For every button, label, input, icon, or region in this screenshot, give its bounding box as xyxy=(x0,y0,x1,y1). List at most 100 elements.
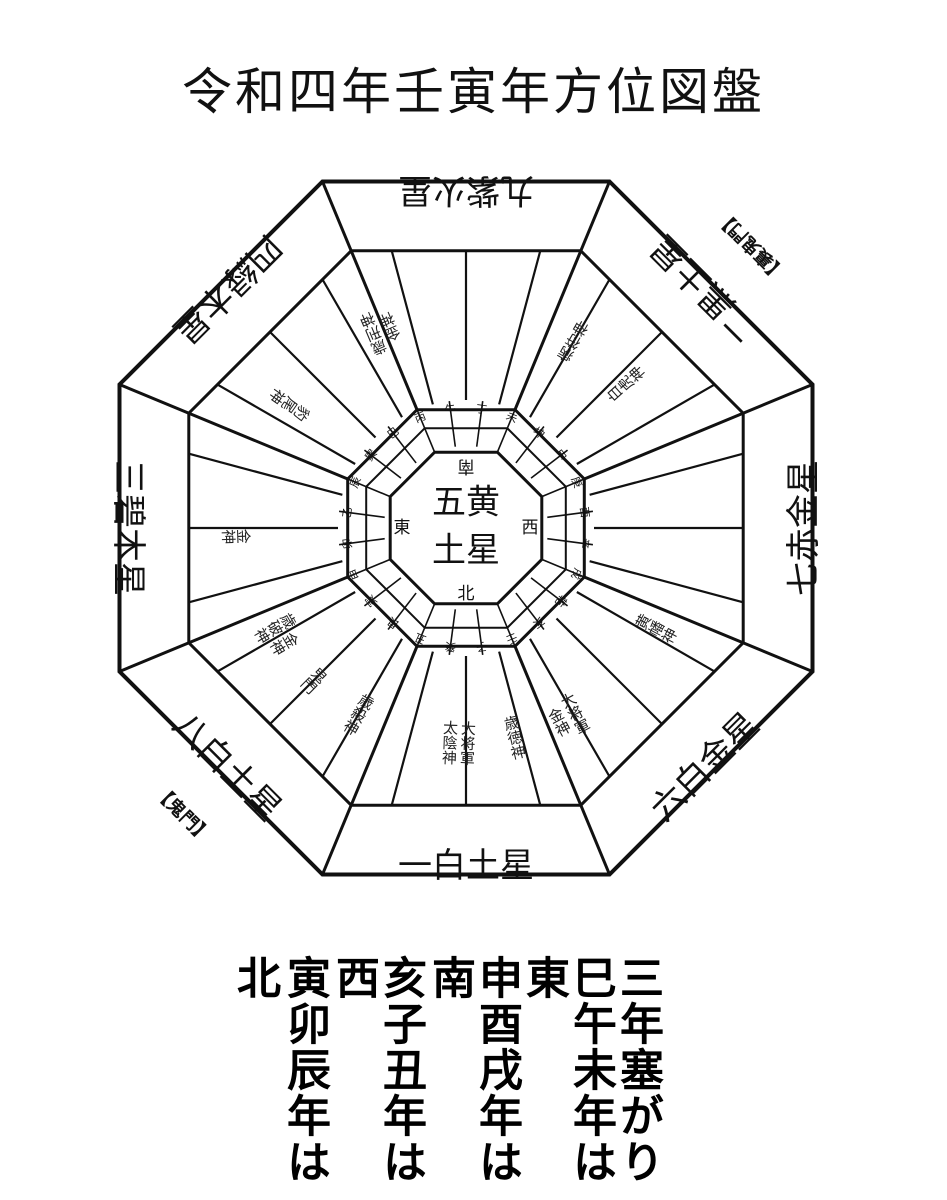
compass-south-label: 南 xyxy=(458,456,475,476)
deity-label: 豹尾神 xyxy=(266,384,313,425)
star-label-east: 三碧木星 xyxy=(108,460,148,596)
note-column-1: 三年塞がり xyxy=(612,955,663,1185)
radial-spoke-line xyxy=(216,591,356,673)
zodiac-separator-line xyxy=(416,603,436,647)
center-star-line1: 五黄 xyxy=(432,483,500,523)
deity-text: 黄幡神 xyxy=(632,610,680,647)
outer-octagon xyxy=(117,179,815,877)
zodiac-separator-line xyxy=(547,510,594,519)
radial-spoke-line xyxy=(498,651,542,806)
deity-label: 金神 xyxy=(221,527,252,546)
note-column-8: 寅卯辰年は xyxy=(279,955,330,1185)
sector-divider-line xyxy=(513,645,611,876)
note-column-3: 東 xyxy=(518,955,569,1001)
compass-west-label: 西 xyxy=(522,518,539,538)
deity-text: 金神 xyxy=(221,527,252,546)
zodiac-cell-label: 丑 xyxy=(413,630,428,646)
radial-spoke-line xyxy=(269,331,377,439)
radial-spoke-line xyxy=(498,250,542,405)
zodiac-outer-octagon xyxy=(346,408,586,648)
radial-spoke-line xyxy=(390,651,434,806)
zodiac-separator-line xyxy=(547,537,594,546)
zodiac-cell-label: 甲 xyxy=(347,566,363,581)
sector-divider-line xyxy=(321,180,419,411)
zodiac-cell-label: 辛 xyxy=(577,537,592,550)
zodiac-separator-line xyxy=(338,510,385,519)
deity-text: 太陰神 xyxy=(440,720,460,766)
compass-north-label: 北 xyxy=(458,584,475,604)
sector-divider-line xyxy=(583,575,814,673)
zodiac-separator-line xyxy=(347,478,391,498)
sector-divider-line xyxy=(321,645,419,876)
deity-text: 豹尾神 xyxy=(266,384,313,425)
radial-spoke-line xyxy=(555,617,663,725)
deity-label: 歳徳神 xyxy=(501,714,529,762)
zodiac-cell-label: 卯 xyxy=(340,537,354,550)
sector-divider-line xyxy=(118,575,349,673)
ura-kimon-label: 【裏鬼門】 xyxy=(712,206,791,285)
zodiac-separator-line xyxy=(541,478,585,498)
radial-spoke-line xyxy=(529,278,611,418)
zodiac-separator-line xyxy=(363,577,402,607)
radial-spoke-line xyxy=(589,560,744,604)
note-column-2: 巳午未年は xyxy=(565,955,616,1185)
zodiac-cell-label: 午 xyxy=(444,402,457,416)
zodiac-cell-label: 壬 xyxy=(504,630,519,646)
zodiac-cell-label: 庚 xyxy=(568,474,585,490)
radial-spoke-line xyxy=(589,452,744,496)
note-column-7: 西 xyxy=(328,955,379,1001)
zodiac-cell-label: 癸 xyxy=(444,639,457,654)
zodiac-separator-line xyxy=(363,449,402,479)
compass-east-label: 東 xyxy=(394,518,411,538)
zodiac-cell-label: 戌 xyxy=(568,566,584,581)
radial-spoke-line xyxy=(576,383,716,465)
deity-text: 歳徳神 xyxy=(501,714,529,762)
radial-spoke-line xyxy=(390,250,434,405)
zodiac-cell-label: 酉 xyxy=(577,506,591,519)
deity-text: 病符神 xyxy=(554,318,592,366)
note-column-6: 亥子丑年は xyxy=(375,955,426,1185)
radial-spoke-line xyxy=(188,452,343,496)
zodiac-separator-line xyxy=(338,537,385,546)
zodiac-separator-line xyxy=(475,609,484,656)
zodiac-cell-label: 子 xyxy=(475,639,488,653)
zodiac-cell-label: 乙 xyxy=(340,506,354,519)
star-label-south: 九紫火星 xyxy=(398,170,534,210)
deity-label: 病符神 xyxy=(554,318,592,366)
zodiac-separator-line xyxy=(416,409,436,453)
zodiac-separator-line xyxy=(496,603,516,647)
zodiac-cell-label: 丙 xyxy=(413,409,428,425)
radial-spoke-line xyxy=(576,591,716,673)
star-label-west: 七赤金星 xyxy=(784,460,824,596)
kimon-label: 【鬼門】 xyxy=(149,781,215,847)
zodiac-separator-line xyxy=(515,592,545,631)
page-title: 令和四年壬寅年方位図盤 xyxy=(182,63,765,121)
radial-spoke-line xyxy=(529,638,611,778)
sector-divider-line xyxy=(118,383,349,481)
center-star-line2: 土星 xyxy=(432,531,500,571)
note-column-5: 南 xyxy=(424,955,475,1001)
radial-spoke-line xyxy=(321,278,403,418)
sector-divider-line xyxy=(583,383,814,481)
zodiac-separator-line xyxy=(515,425,545,464)
zodiac-separator-line xyxy=(496,409,516,453)
deity-label: 黄幡神 xyxy=(632,610,680,647)
sector-divider-line xyxy=(513,180,611,411)
zodiac-cell-label: 丁 xyxy=(475,402,488,416)
zodiac-separator-line xyxy=(448,609,457,656)
radial-spoke-line xyxy=(269,617,377,725)
zodiac-cell-label: 未 xyxy=(504,409,519,425)
zodiac-separator-line xyxy=(475,400,484,447)
star-label-north: 一白土星 xyxy=(398,846,534,886)
deity-text: 大将軍 xyxy=(458,720,478,766)
radial-spoke-line xyxy=(321,638,403,778)
radial-spoke-line xyxy=(555,331,663,439)
zodiac-separator-line xyxy=(387,592,417,631)
zodiac-separator-line xyxy=(387,425,417,464)
zodiac-separator-line xyxy=(448,400,457,447)
zodiac-separator-line xyxy=(347,558,391,578)
zodiac-separator-line xyxy=(530,449,569,479)
